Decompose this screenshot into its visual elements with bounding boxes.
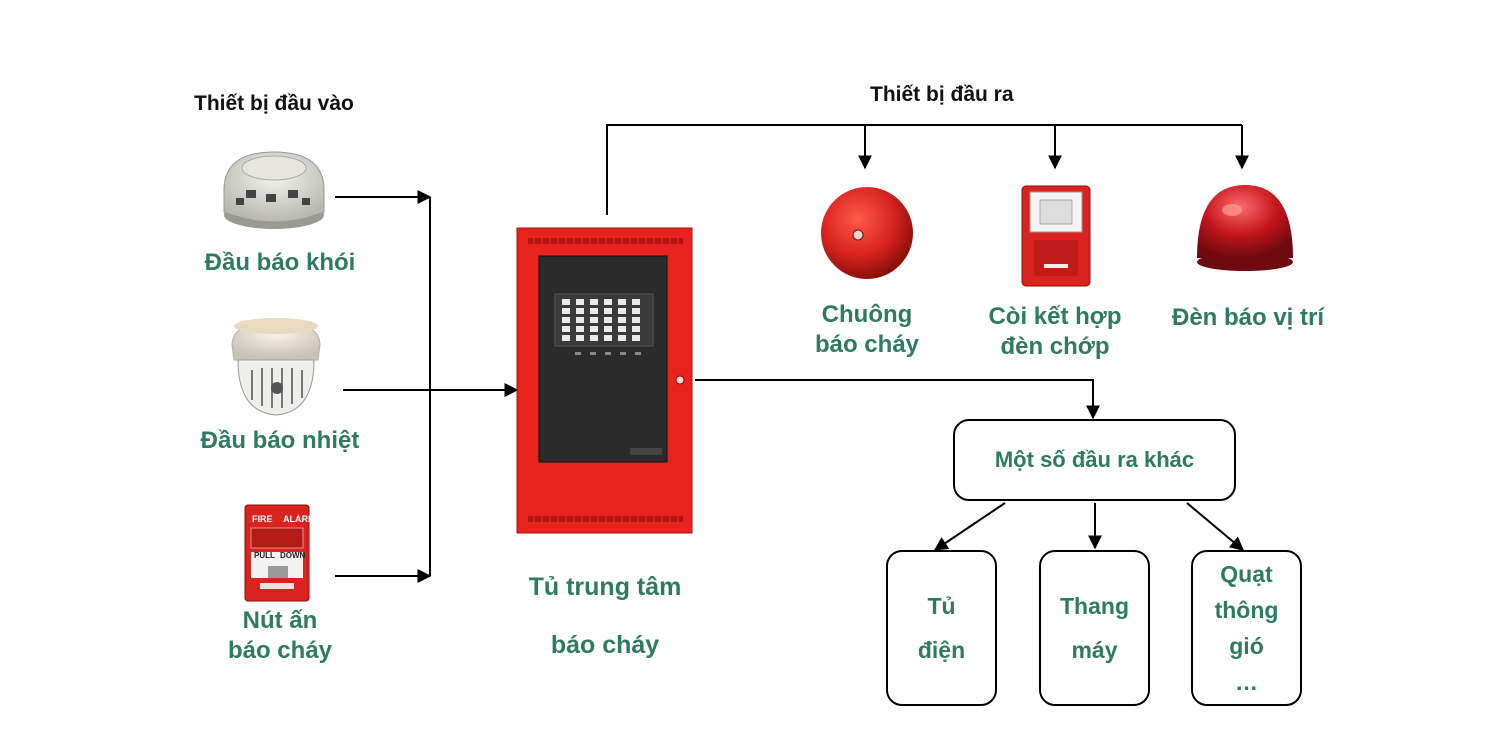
fire-bell-label: Chuông báo cháy — [787, 300, 947, 360]
strobe-label-line2: đèn chớp — [1000, 333, 1110, 360]
callpoint-fire-text: FIRE — [252, 514, 273, 524]
elevator-box: Thang máy — [1039, 550, 1150, 706]
fan-connector — [1186, 502, 1245, 551]
cabinet-connector — [933, 502, 1006, 551]
fan-line1: Quạt — [1220, 561, 1273, 587]
other-outputs-connector — [695, 379, 1100, 420]
manual-call-point-icon: FIRE ALARM PULL DOWN — [244, 504, 316, 602]
cabinet-line2: điện — [917, 637, 966, 663]
smoke-detector-label: Đầu báo khói — [204, 249, 356, 276]
cabinet-line1: Tủ — [927, 593, 956, 619]
output-devices-header: Thiết bị đầu ra — [870, 83, 1014, 106]
panel-label-line2: báo cháy — [550, 631, 660, 659]
elevator-line2: máy — [1071, 637, 1118, 663]
panel-led-grid — [562, 299, 640, 341]
elevator-line1: Thang — [1060, 593, 1129, 619]
fan-line2: thông — [1214, 597, 1279, 623]
strobe-label-line1: Còi kết hợp — [988, 303, 1122, 330]
heat-detector-icon — [231, 318, 321, 416]
manual-call-point-label: Nút ấn báo cháy — [180, 606, 380, 666]
other-outputs-box: Một số đầu ra khác — [953, 419, 1236, 501]
beacon-light-label: Đèn báo vị trí — [1171, 304, 1325, 331]
input-devices-header: Thiết bị đầu vào — [194, 92, 354, 115]
output-connectors — [606, 124, 1249, 551]
callpoint-pull-text: PULL — [254, 551, 275, 560]
callpoint-down-text: DOWN — [280, 551, 306, 560]
callpoint-label-line2: báo cháy — [227, 637, 333, 664]
input-connectors — [335, 190, 519, 583]
callpoint-label-line1: Nút ấn — [242, 607, 318, 634]
panel-label-line1: Tủ trung tâm — [528, 573, 682, 601]
control-panel-label: Tủ trung tâm báo cháy — [500, 558, 710, 674]
bell-label-line1: Chuông — [821, 301, 913, 328]
smoke-detector-icon — [223, 151, 325, 229]
fan-line4: … — [1235, 669, 1258, 695]
horn-strobe-icon — [1021, 185, 1091, 287]
fire-bell-icon — [821, 187, 913, 279]
output-bus-line — [606, 124, 1242, 215]
electrical-cabinet-box: Tủ điện — [886, 550, 997, 706]
fire-alarm-control-panel — [516, 227, 693, 534]
bell-label-line2: báo cháy — [814, 331, 920, 358]
heat-detector-label: Đầu báo nhiệt — [200, 427, 360, 454]
callpoint-alarm-text: ALARM — [283, 514, 316, 524]
horn-strobe-label: Còi kết hợp đèn chớp — [965, 302, 1145, 362]
ventilation-fan-box: Quạt thông gió … — [1191, 550, 1302, 706]
beacon-light-icon — [1197, 185, 1293, 271]
fan-line3: gió — [1229, 633, 1264, 659]
